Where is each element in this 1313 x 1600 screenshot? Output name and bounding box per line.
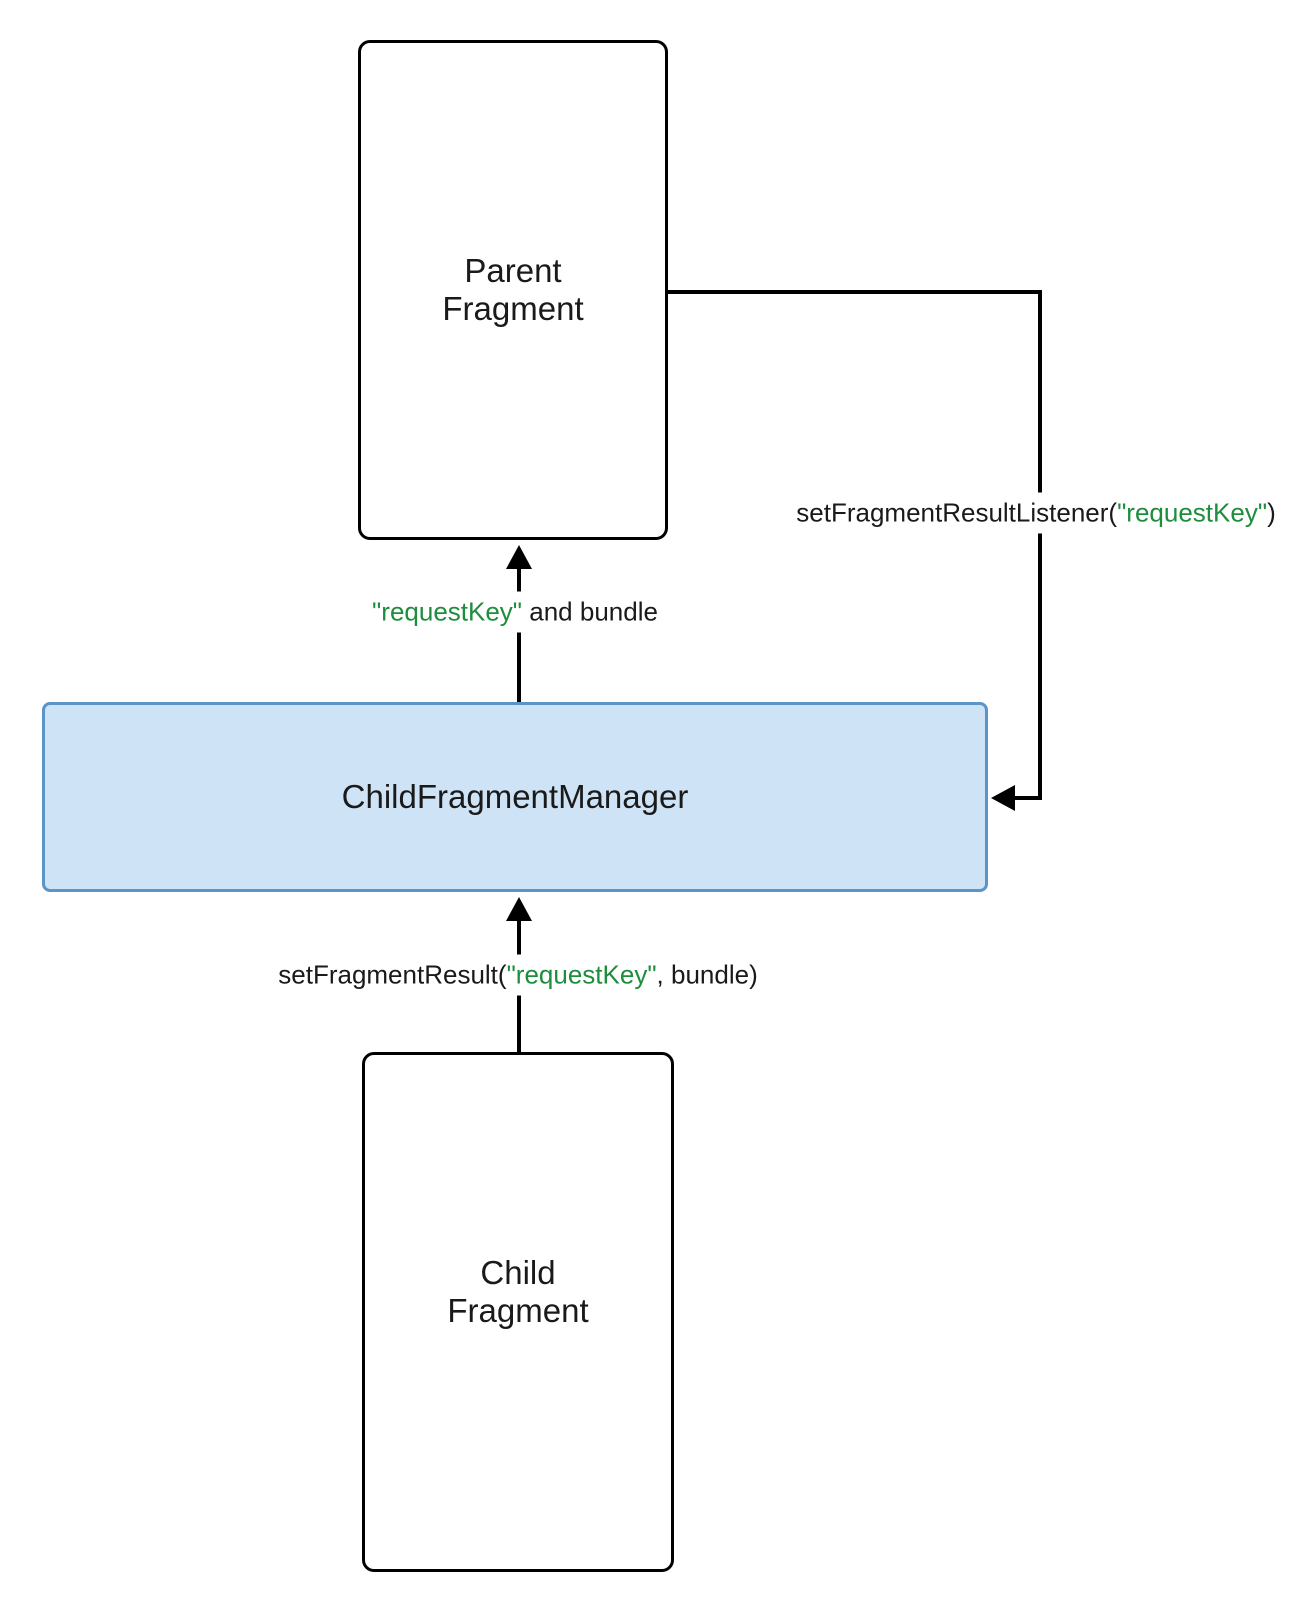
edge-child-to-manager-arrowhead-icon (506, 897, 532, 921)
edge-label-set-fragment-result-listener: setFragmentResultListener("requestKey") (789, 492, 1283, 534)
parent-fragment-label-line1: Parent (464, 252, 562, 289)
node-parent-fragment: Parent Fragment (358, 40, 668, 540)
edge-label-suffix: and bundle (522, 596, 658, 627)
edge-parent-to-manager-top-line (668, 290, 1042, 294)
child-fragment-manager-label: ChildFragmentManager (341, 778, 689, 815)
edge-label-prefix: setFragmentResult( (278, 959, 507, 990)
edge-manager-to-parent-line (517, 567, 521, 702)
edge-label-request-key: "requestKey" (1117, 497, 1268, 528)
child-fragment-label: Child Fragment (447, 1254, 588, 1330)
edge-label-suffix: , bundle) (656, 959, 758, 990)
node-child-fragment: Child Fragment (362, 1052, 674, 1572)
edge-label-prefix: setFragmentResultListener( (796, 497, 1118, 528)
node-child-fragment-manager: ChildFragmentManager (42, 702, 988, 892)
edge-parent-to-manager-bottom-line (1012, 796, 1042, 800)
edge-manager-to-parent-arrowhead-icon (506, 545, 532, 569)
edge-label-request-key-and-bundle: "requestKey" and bundle (365, 591, 665, 633)
child-fragment-label-line1: Child (480, 1254, 556, 1291)
child-fragment-label-line2: Fragment (447, 1292, 589, 1329)
parent-fragment-label: Parent Fragment (442, 252, 583, 328)
edge-label-request-key: "requestKey" (372, 596, 523, 627)
parent-fragment-label-line2: Fragment (442, 290, 584, 327)
edge-label-set-fragment-result: setFragmentResult("requestKey", bundle) (271, 954, 765, 996)
edge-parent-to-manager-vertical-line (1038, 290, 1042, 800)
edge-label-request-key: "requestKey" (506, 959, 657, 990)
edge-parent-to-manager-arrowhead-icon (991, 785, 1015, 811)
edge-label-suffix: ) (1267, 497, 1276, 528)
